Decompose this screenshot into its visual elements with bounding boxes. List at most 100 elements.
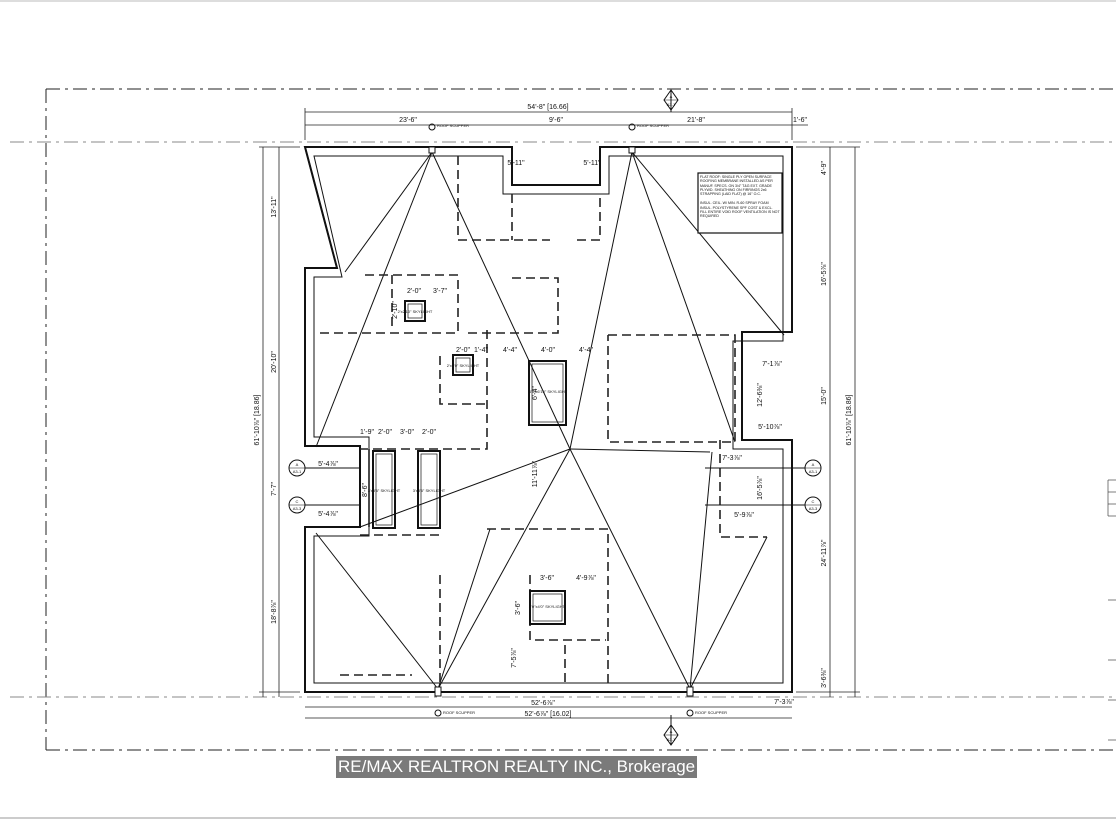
scupper-top-left: ROOF SCUPPER — [428, 123, 469, 154]
brokerage-watermark: RE/MAX REALTRON REALTY INC., Brokerage — [336, 756, 698, 778]
svg-text:A3-1: A3-1 — [809, 469, 818, 474]
roof-note-text: FLAT ROOF: SINGLE PLY OPEN SURFACE ROOFI… — [700, 175, 773, 197]
left-parapet — [304, 146, 370, 527]
dim-left-seg-4: 18'-8⅞" — [271, 600, 278, 624]
section-marker-left-c: C A3-3 — [288, 496, 360, 514]
dim-sk5-low: 7'-5⅞" — [511, 648, 518, 668]
svg-text:ROOF SCUPPER: ROOF SCUPPER — [443, 710, 475, 715]
dim-bottom-right: 7'-3⅞" — [774, 699, 794, 706]
skylight-3-label: 4'8"x6'10" SKYLIGHT — [529, 389, 568, 394]
dim-left-seg-2: 20'-10" — [271, 351, 278, 373]
svg-text:A3-1: A3-1 — [667, 102, 676, 107]
skylight-1: 2'x2'10" SKYLIGHT — [398, 300, 433, 322]
dim-right-seg-3: 15'-0" — [821, 387, 828, 405]
dim-right-seg-4: 24'-11⅞" — [821, 539, 828, 567]
skylight-5-label: 4'0"x4'0" SKYLIGHT — [529, 604, 566, 609]
dim-top-seg-2: 9'-6" — [549, 117, 563, 124]
section-marker-right-c: C A3-3 — [705, 496, 822, 514]
section-marker-right-a: A A3-1 — [705, 459, 822, 477]
dim-right-inner-6: 5'-9⅞" — [734, 512, 754, 519]
skylight-2: 2'x2'0" SKYLIGHT — [447, 354, 480, 376]
dim-right-mid: 4'-4" — [579, 347, 593, 354]
dim-sk4-h: 8'-6" — [362, 483, 369, 497]
dim-sk3-w: 4'-0" — [541, 347, 555, 354]
dim-sk4-w3: 3'-0" — [400, 429, 414, 436]
insul-note-text: INSUL. CEIL. W/ MIN. R-60 SPRAY FOAM INS… — [700, 201, 780, 219]
scupper-bottom-right: ROOF SCUPPER — [686, 686, 727, 717]
skylight-4a: 3'x8'6" SKYLIGHT — [368, 450, 401, 529]
skylight-4a-label: 3'x8'6" SKYLIGHT — [368, 488, 401, 493]
svg-text:A: A — [670, 729, 673, 734]
dim-sk1-off: 3'-7" — [433, 288, 447, 295]
title-block-edge — [1107, 479, 1116, 741]
skylight-2-label: 2'x2'0" SKYLIGHT — [447, 363, 480, 368]
property-line — [10, 88, 1116, 751]
dim-left-inner-2: 5'-4⅞" — [318, 511, 338, 518]
dim-left-inner-1: 5'-4⅞" — [318, 461, 338, 468]
dim-sk3-off: 4'-4" — [503, 347, 517, 354]
dim-sk1-h: 2'-10" — [392, 301, 399, 319]
skylight-4b-label: 3'x8'6" SKYLIGHT — [413, 488, 446, 493]
dim-sk5-off: 4'-9⅞" — [576, 575, 596, 582]
dim-left-seg-1: 13'-11" — [271, 196, 278, 218]
slope-lines — [315, 151, 785, 690]
dim-bottom-inner: 52'-6⅞" — [531, 700, 555, 707]
svg-text:A3-3: A3-3 — [293, 506, 302, 511]
dim-left-overall: 61'-10⅞" [18.86] — [254, 394, 261, 445]
roof-outline — [303, 146, 793, 693]
dim-notch-1: 5'-11" — [507, 160, 525, 167]
svg-text:ROOF SCUPPER: ROOF SCUPPER — [437, 123, 469, 128]
dim-top-seg-3: 21'-8" — [687, 117, 705, 124]
dim-sk2-off: 1'-4" — [474, 347, 488, 354]
section-marker-top: A A3-1 — [663, 89, 679, 112]
svg-text:C: C — [296, 499, 299, 504]
dim-sk2-w: 2'-0" — [456, 347, 470, 354]
dim-right-inner-3: 5'-10⅞" — [758, 424, 782, 431]
svg-text:ROOF SCUPPER: ROOF SCUPPER — [695, 710, 727, 715]
svg-text:A: A — [296, 462, 299, 467]
dim-center-v: 11'-11⅞" — [532, 460, 539, 487]
dim-top-seg-4: 1'-6" — [793, 117, 807, 124]
dim-top-seg-1: 23'-6" — [399, 117, 417, 124]
svg-text:A3-3: A3-3 — [809, 506, 818, 511]
roof-note-box: FLAT ROOF: SINGLE PLY OPEN SURFACE ROOFI… — [697, 172, 783, 234]
dim-right-seg-1: 4'-9" — [821, 161, 828, 175]
dim-sk1-w: 2'-0" — [407, 288, 421, 295]
skylight-3: 4'8"x6'10" SKYLIGHT — [528, 360, 568, 426]
dim-right-inner-1: 7'-1⅞" — [762, 361, 782, 368]
section-marker-bottom: A A3-1 — [663, 715, 679, 746]
dim-sk5-h: 3'-6" — [515, 601, 522, 615]
dim-right-inner-5: 16'-5⅞" — [757, 476, 764, 500]
svg-text:C: C — [812, 499, 815, 504]
scupper-top-right: ROOF SCUPPER — [628, 123, 669, 154]
dim-sk4-w1: 1'-9" — [360, 429, 374, 436]
dim-sk5-w: 3'-6" — [540, 575, 554, 582]
dim-sk3-h: 6'-4" — [532, 386, 539, 400]
skylight-4b: 3'x8'6" SKYLIGHT — [413, 450, 446, 529]
dim-right-inner-2: 12'-6⅜" — [757, 383, 764, 407]
svg-text:ROOF SCUPPER: ROOF SCUPPER — [637, 123, 669, 128]
dim-right-seg-2: 16'-5⅞" — [821, 262, 828, 286]
dim-sk4-w4: 2'-0" — [422, 429, 436, 436]
dimension-lines — [259, 108, 860, 719]
dimension-texts: 54'-8" [16.66] 23'-6" 9'-6" 21'-8" 1'-6"… — [254, 104, 853, 718]
svg-text:A3-1: A3-1 — [293, 469, 302, 474]
svg-text:A: A — [670, 94, 673, 99]
dim-right-seg-5: 3'-6⅜" — [821, 668, 828, 688]
skylight-1-label: 2'x2'10" SKYLIGHT — [398, 309, 433, 314]
dim-bottom-overall: 52'-6⅞" [16.02] — [524, 711, 571, 718]
dim-sk4-w2: 2'-0" — [378, 429, 392, 436]
dim-top-overall: 54'-8" [16.66] — [527, 104, 568, 111]
skylight-5: 4'0"x4'0" SKYLIGHT — [529, 590, 566, 625]
dim-notch-2: 5'-11" — [583, 160, 601, 167]
dim-right-inner-4: 7'-3⅞" — [722, 455, 742, 462]
svg-text:A3-1: A3-1 — [667, 737, 676, 742]
dim-right-overall: 61'-10⅞" [18.86] — [846, 394, 853, 445]
scupper-bottom-left: ROOF SCUPPER — [434, 686, 475, 717]
svg-text:A: A — [812, 462, 815, 467]
section-marker-left-a: A A3-1 — [288, 459, 360, 477]
dim-left-seg-3: 7'-7" — [271, 482, 278, 496]
dashed-interior-walls — [316, 156, 767, 683]
